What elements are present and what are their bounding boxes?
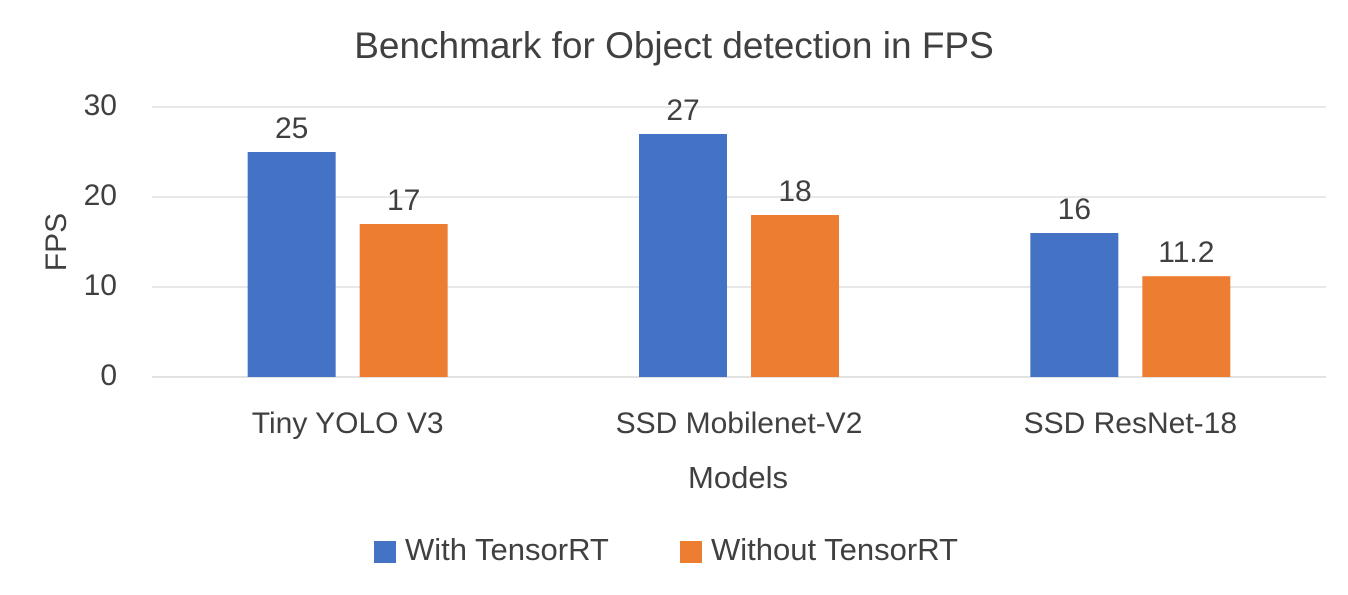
y-tick-label-0: 0: [100, 359, 117, 392]
data-label-without-tensorrt-ssd-resnet-18: 11.2: [1158, 236, 1214, 269]
data-label-with-tensorrt-ssd-resnet-18: 16: [1058, 193, 1091, 226]
legend-swatch-without-tensorrt: [680, 541, 702, 563]
y-tick-label-10: 10: [84, 269, 117, 302]
y-tick-label-20: 20: [84, 179, 117, 212]
data-label-with-tensorrt-tiny-yolo-v3: 25: [275, 112, 308, 145]
bar-without-tensorrt-ssd-mobilenet-v2: [751, 215, 839, 377]
x-axis-ticks: Tiny YOLO V3 SSD Mobilenet-V2 SSD ResNet-1…: [252, 407, 1237, 440]
y-axis-ticks: 0 10 20 30: [84, 89, 117, 392]
bar-with-tensorrt-ssd-mobilenet-v2: [639, 134, 727, 377]
x-tick-label-ssd-mobilenet-v2: SSD Mobilenet-V2: [616, 407, 863, 440]
data-label-with-tensorrt-ssd-mobilenet-v2: 27: [666, 94, 699, 127]
data-label-without-tensorrt-tiny-yolo-v3: 17: [387, 184, 420, 217]
chart-title: Benchmark for Object detection in FPS: [354, 25, 994, 66]
y-axis-label: FPS: [40, 213, 73, 271]
bar-without-tensorrt-ssd-resnet-18: [1142, 276, 1231, 377]
bar-with-tensorrt-tiny-yolo-v3: [247, 152, 336, 377]
bar-without-tensorrt-tiny-yolo-v3: [359, 224, 448, 377]
bars: [247, 134, 1231, 377]
legend-label-with-tensorrt: With TensorRT: [405, 532, 609, 567]
y-tick-label-30: 30: [84, 89, 117, 122]
x-tick-label-ssd-resnet-18: SSD ResNet-18: [1024, 407, 1237, 440]
bar-with-tensorrt-ssd-resnet-18: [1030, 233, 1119, 377]
x-tick-label-tiny-yolo-v3: Tiny YOLO V3: [252, 407, 444, 440]
gridlines: [152, 106, 1326, 378]
data-label-without-tensorrt-ssd-mobilenet-v2: 18: [778, 175, 811, 208]
legend-swatch-with-tensorrt: [374, 541, 396, 563]
x-axis-label: Models: [688, 460, 788, 495]
legend-label-without-tensorrt: Without TensorRT: [711, 532, 958, 567]
legend: With TensorRT Without TensorRT: [374, 532, 958, 567]
data-labels: 25 17 27 18 16 11.2: [275, 94, 1214, 269]
